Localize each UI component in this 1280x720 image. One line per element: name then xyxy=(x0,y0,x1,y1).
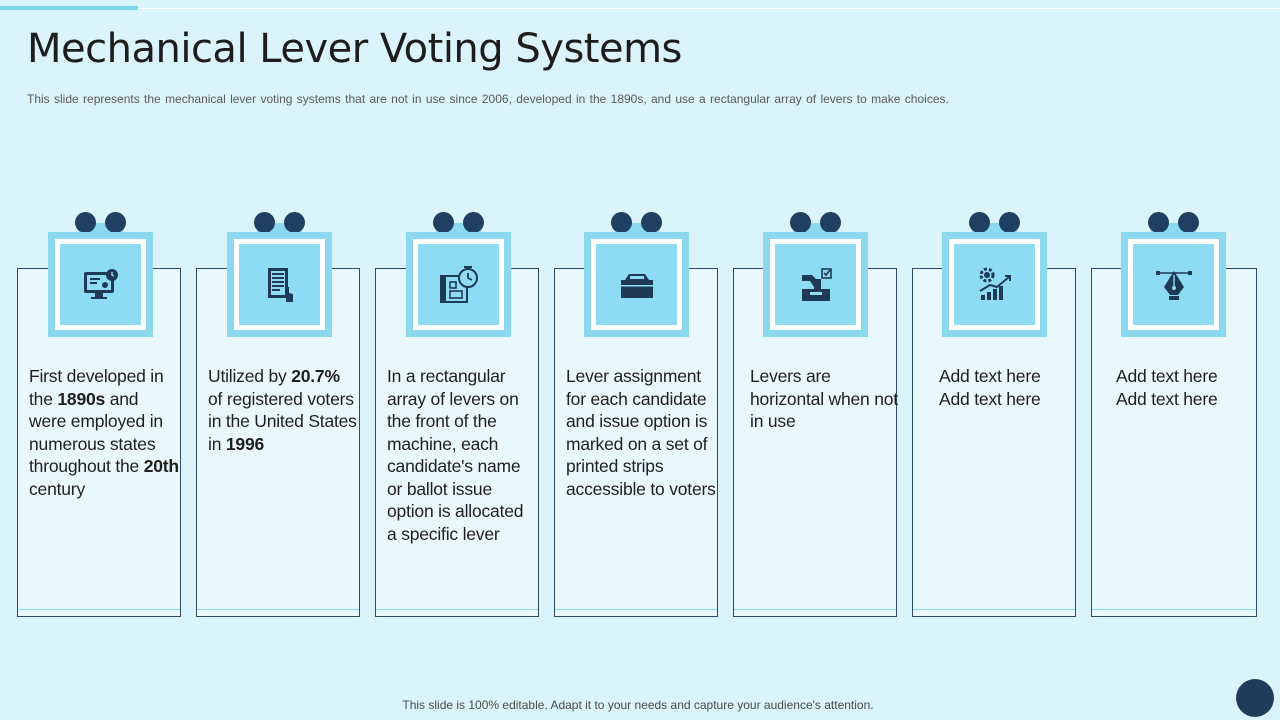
icon-frame xyxy=(227,232,332,337)
clip-ear xyxy=(433,212,454,233)
ballot-list-hand-icon xyxy=(267,267,293,302)
card-3-icon-holder xyxy=(406,212,511,337)
clip-ear xyxy=(75,212,96,233)
card-base-line xyxy=(913,609,1075,610)
icon-frame xyxy=(763,232,868,337)
footer-note: This slide is 100% editable. Adapt it to… xyxy=(402,698,874,712)
clip-ear xyxy=(1148,212,1169,233)
icon-frame xyxy=(584,232,689,337)
card-base-line xyxy=(555,609,717,610)
card-4-icon-holder xyxy=(584,212,689,337)
card-text: Add text here Add text here xyxy=(939,366,1041,409)
top-divider xyxy=(0,8,1280,9)
clip-ear xyxy=(1178,212,1199,233)
card-base-line xyxy=(197,609,359,610)
card-base-line xyxy=(18,609,180,610)
page-subtitle: This slide represents the mechanical lev… xyxy=(27,92,949,106)
clip-ear xyxy=(820,212,841,233)
top-accent-bar xyxy=(0,6,138,10)
clip-ear xyxy=(463,212,484,233)
icon-frame xyxy=(406,232,511,337)
icon-frame xyxy=(942,232,1047,337)
card-2-icon-holder xyxy=(227,212,332,337)
clip-ear xyxy=(254,212,275,233)
clip-ear xyxy=(790,212,811,233)
gear-growth-chart-icon xyxy=(978,267,1011,300)
card-base-line xyxy=(1092,609,1256,610)
card-base-line xyxy=(734,609,896,610)
card-5-icon-holder xyxy=(763,212,868,337)
clip-ear xyxy=(999,212,1020,233)
clip-ear xyxy=(641,212,662,233)
card-base-line xyxy=(376,609,538,610)
card-text: First developed in the 1890s and were em… xyxy=(29,366,179,499)
clip-ear xyxy=(611,212,632,233)
card-text: Add text here Add text here xyxy=(1116,366,1218,409)
ballot-box-icon xyxy=(620,273,653,298)
card-1-icon-holder xyxy=(48,212,153,337)
icon-frame xyxy=(48,232,153,337)
page-title: Mechanical Lever Voting Systems xyxy=(27,26,682,72)
computer-monitor-icon xyxy=(83,268,118,299)
clip-ear xyxy=(105,212,126,233)
vote-hand-box-icon xyxy=(801,267,832,301)
pen-nib-icon xyxy=(1155,270,1192,300)
card-7-icon-holder xyxy=(1121,212,1226,337)
icon-frame xyxy=(1121,232,1226,337)
card-text: In a rectangular array of levers on the … xyxy=(387,366,524,544)
card-text: Levers are horizontal when not in use xyxy=(750,366,898,431)
card-3: In a rectangular array of levers on the … xyxy=(375,268,539,617)
card-text: Utilized by 20.7% of registered voters i… xyxy=(208,366,357,454)
clip-ear xyxy=(284,212,305,233)
card-text: Lever assignment for each candidate and … xyxy=(566,366,716,499)
corner-circle xyxy=(1236,679,1274,717)
clip-ear xyxy=(969,212,990,233)
card-6-icon-holder xyxy=(942,212,1047,337)
blueprint-clock-icon xyxy=(439,265,478,303)
